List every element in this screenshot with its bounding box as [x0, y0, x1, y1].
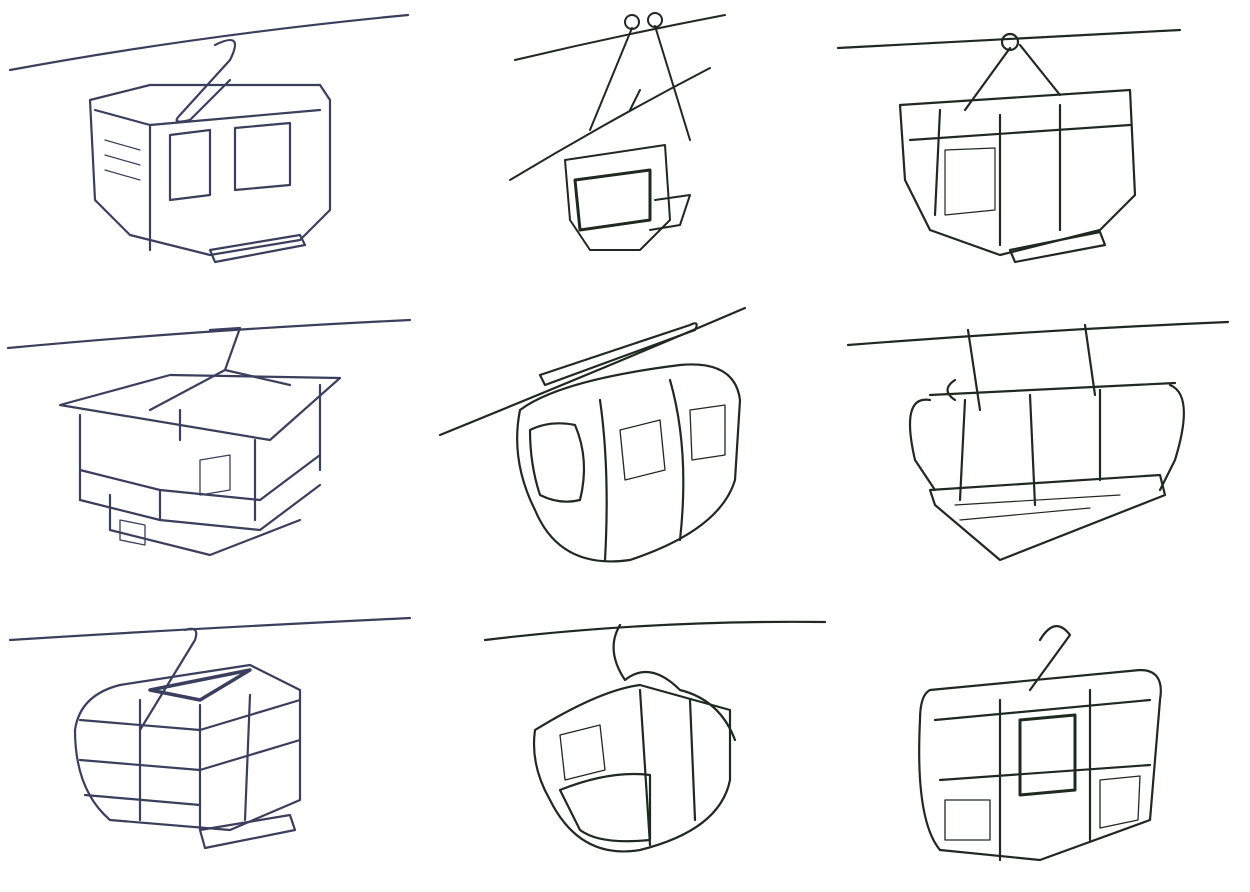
sketch-arched-frame-cabin — [846, 320, 1230, 562]
sketch-rounded-pod-cabin — [438, 306, 747, 563]
sketch-bucket-cabin — [509, 12, 726, 251]
sketch-roofed-platform-cabin — [6, 318, 412, 557]
sketch-open-frame-cabin — [836, 28, 1182, 264]
sketch-teardrop-cabin — [483, 620, 827, 853]
sketch-slatted-cabin — [8, 616, 412, 850]
sketch-compact-box-cabin — [918, 625, 1162, 862]
sketch-boxy-cabin — [8, 13, 410, 264]
